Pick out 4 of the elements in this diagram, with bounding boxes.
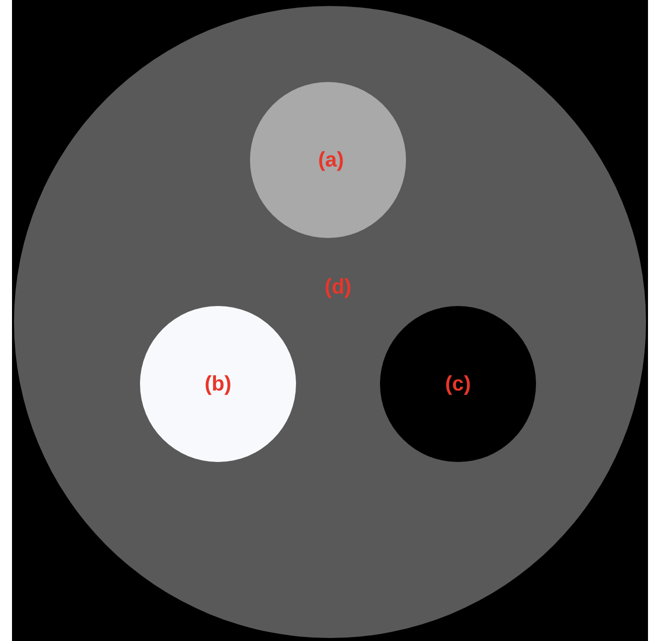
region-label: (a) [318,147,344,174]
region-label: (b) [204,371,232,398]
region-label: (d) [324,274,352,300]
region-label: (c) [445,371,471,398]
